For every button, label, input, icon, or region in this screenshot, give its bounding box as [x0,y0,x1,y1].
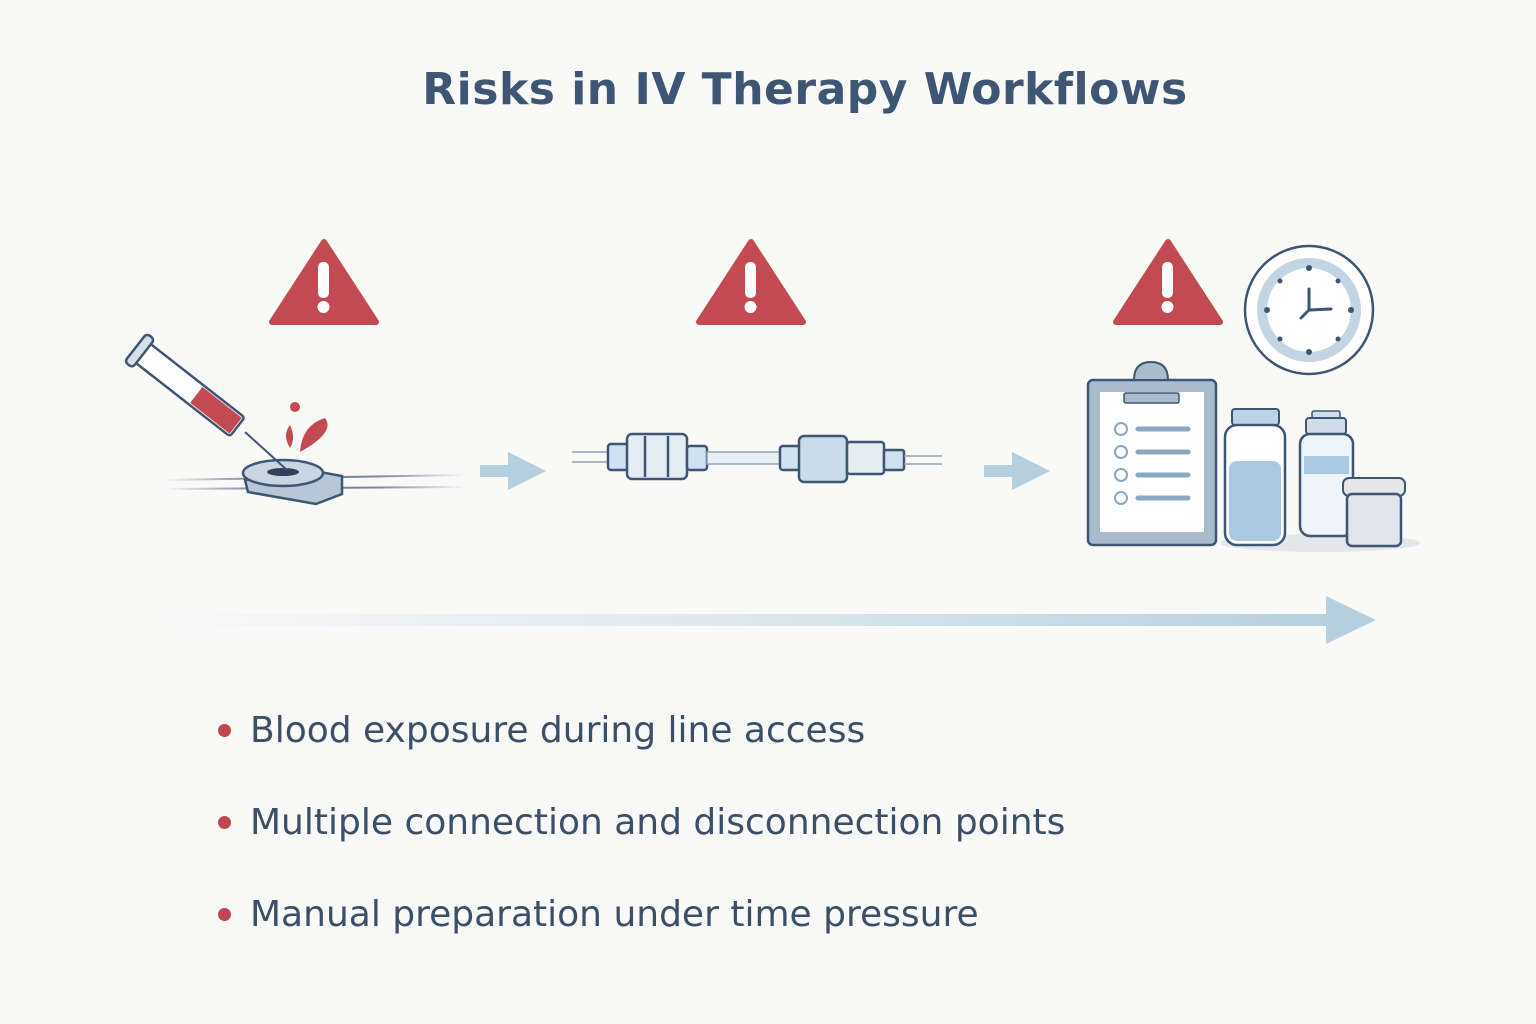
bullet-dot-icon [218,724,231,737]
risk-item-text: Blood exposure during line access [250,710,866,751]
access-port-icon [164,458,466,506]
jar-icon [1342,477,1406,548]
risk-item-text: Manual preparation under time pressure [250,894,979,935]
bullet-dot-icon [218,908,231,921]
risk-item: Blood exposure during line access [218,710,865,751]
warning-icon [1113,239,1223,325]
warning-icon [269,239,379,325]
syringe-icon [124,333,288,471]
risk-item-text: Multiple connection and disconnection po… [250,802,1066,843]
risk-item: Multiple connection and disconnection po… [218,802,1065,843]
line-connector-icon [572,432,942,484]
page-title: Risks in IV Therapy Workflows [422,64,1188,115]
vial-icon [1223,408,1287,547]
warning-icon [696,239,806,325]
bullet-dot-icon [218,816,231,829]
clock-icon [1243,244,1375,376]
blood-drops-icon [286,402,328,452]
arrow-right-icon [984,452,1050,490]
timeline-arrow-icon [155,596,1376,644]
vial-icon [1298,410,1355,538]
arrow-right-icon [480,452,546,490]
risk-item: Manual preparation under time pressure [218,894,979,935]
clipboard-checklist-icon [1086,360,1218,547]
